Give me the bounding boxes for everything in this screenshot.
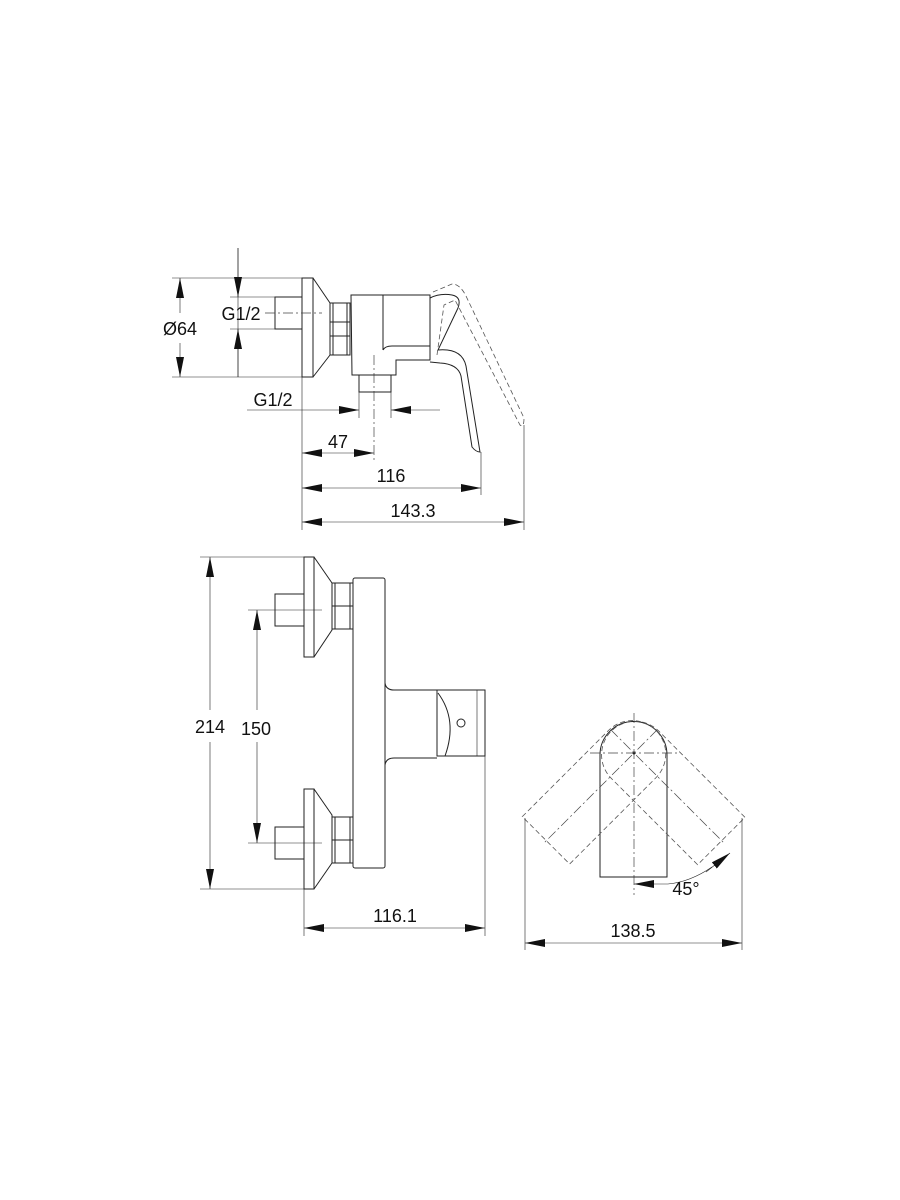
handle-closed-position — [599, 721, 668, 878]
inlet-spacing-dimension: 150 — [241, 610, 271, 843]
overall-depth-label: 143.3 — [390, 501, 435, 521]
outlet-thread-dimension: G1/2 — [247, 390, 440, 414]
top-view: Ø64 G1/2 G1/2 4 — [163, 248, 525, 530]
front-depth-dimension: 116.1 — [304, 906, 485, 932]
wall-flange — [301, 277, 314, 378]
diameter-dimension: Ø64 — [163, 278, 197, 377]
height-label: 214 — [195, 717, 225, 737]
overall-depth-dimension: 143.3 — [302, 501, 524, 526]
inlet-thread-label: G1/2 — [221, 304, 260, 324]
valve-body — [350, 294, 431, 376]
offset-label: 47 — [328, 432, 348, 452]
height-dimension: 214 — [195, 557, 225, 889]
rotation-label: 45° — [672, 879, 699, 899]
width-label: 138.5 — [610, 921, 655, 941]
offset-dimension: 47 — [302, 432, 374, 457]
front-view: 214 150 — [195, 556, 486, 936]
hex-nut — [329, 302, 351, 356]
lower-connection — [248, 788, 354, 890]
indicator-dot — [456, 718, 466, 728]
handle-front — [436, 689, 486, 757]
inlet-spacing-label: 150 — [241, 719, 271, 739]
cartridge-stem — [384, 682, 437, 766]
inlet-thread-dimension: G1/2 — [221, 248, 261, 377]
lever-handle-open — [432, 283, 525, 427]
handle-right-position — [601, 720, 746, 866]
body-plate — [352, 577, 386, 869]
front-depth-label: 116.1 — [373, 906, 417, 926]
width-dimension: 138.5 — [525, 921, 742, 947]
upper-connection — [248, 556, 354, 658]
diameter-label: Ø64 — [163, 319, 197, 339]
side-view: 45° 138.5 — [521, 713, 746, 950]
lever-handle — [429, 293, 481, 453]
handle-left-position — [521, 720, 667, 865]
outlet-nipple — [358, 374, 392, 393]
outlet-thread-label: G1/2 — [253, 390, 292, 410]
rotation-angle-dimension: 45° — [634, 852, 731, 899]
depth-label: 116 — [377, 466, 406, 486]
depth-dimension: 116 — [302, 466, 481, 492]
